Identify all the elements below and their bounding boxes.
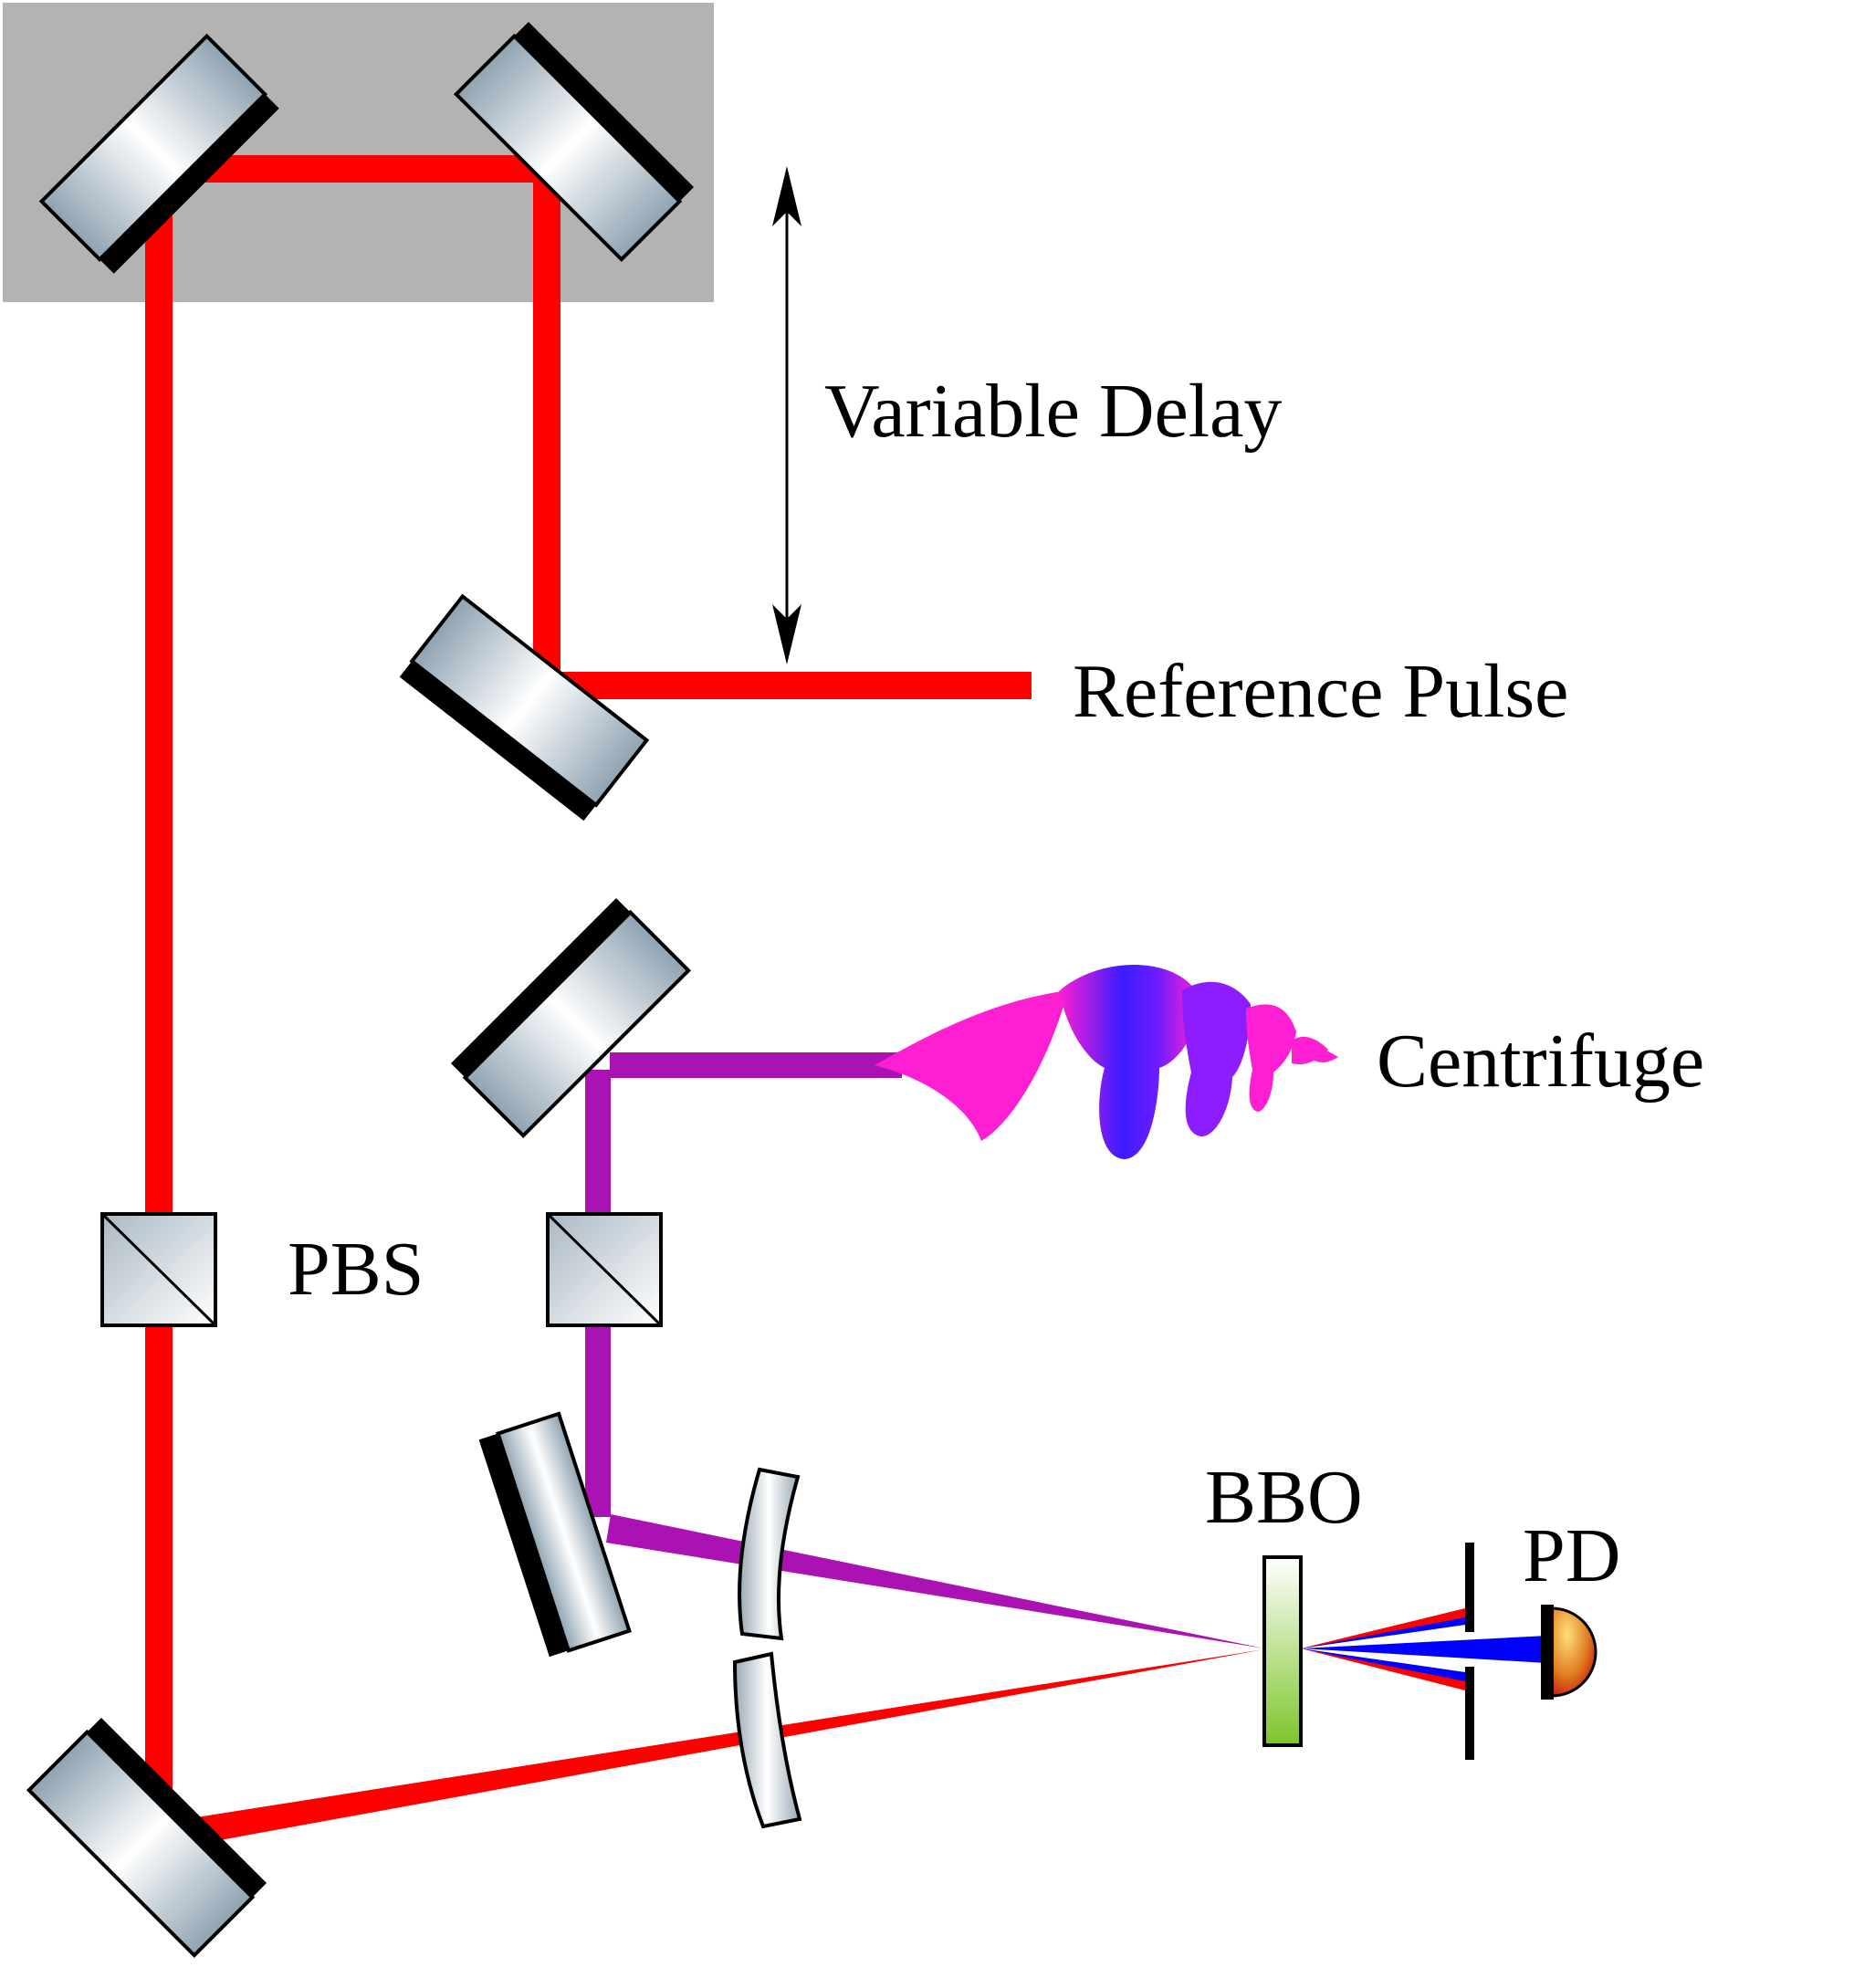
mirror-delay-left <box>38 33 279 274</box>
pbs-cube-left <box>100 1212 217 1327</box>
mirror-bottom-left <box>26 1717 267 1959</box>
mirror-reference <box>399 593 650 821</box>
second-harmonic-beams <box>1301 1608 1547 1690</box>
sh-fan-upper-blue <box>1301 1617 1465 1648</box>
reference-pulse-beam <box>559 672 1032 699</box>
iris-upper-blade <box>1465 1543 1474 1632</box>
variable-delay-label: Variable Delay <box>824 369 1282 454</box>
probe-beam-right-vertical <box>533 179 560 677</box>
sh-fan-lower <box>1301 1648 1465 1690</box>
centrifuge-label: Centrifuge <box>1377 1019 1704 1104</box>
bbo-label: BBO <box>1205 1455 1363 1540</box>
photodiode-detector <box>1541 1605 1597 1700</box>
sh-fan-lower-blue <box>1301 1648 1465 1681</box>
bbo-crystal <box>1262 1555 1303 1747</box>
centrifuge-beam-to-bbo <box>606 1514 1264 1648</box>
second-harmonic-beam <box>1301 1636 1547 1663</box>
mirror-fold-centrifuge <box>478 1411 632 1658</box>
pbs-cube-right <box>546 1212 663 1327</box>
probe-beam-to-bbo <box>162 1649 1264 1850</box>
pd-label: PD <box>1523 1513 1620 1598</box>
lens-upper <box>738 1467 801 1641</box>
reference-pulse-label: Reference Pulse <box>1073 649 1568 734</box>
mirror-delay-right <box>453 21 695 263</box>
centrifuge-pulse-shape <box>875 964 1338 1159</box>
variable-delay-arrow <box>772 166 801 664</box>
lens-lower <box>732 1651 802 1829</box>
pbs-label: PBS <box>288 1227 424 1312</box>
mirror-centrifuge <box>450 897 692 1139</box>
probe-beam-path <box>145 155 1264 1850</box>
probe-beam-left-vertical <box>145 199 173 1828</box>
centrifuge-beam-horizontal <box>610 1052 902 1078</box>
iris-lower-blade <box>1465 1667 1474 1760</box>
sh-fan-upper <box>1301 1608 1465 1648</box>
centrifuge-beam-path <box>585 1052 1264 1648</box>
probe-beam-top-horizontal <box>173 155 548 183</box>
